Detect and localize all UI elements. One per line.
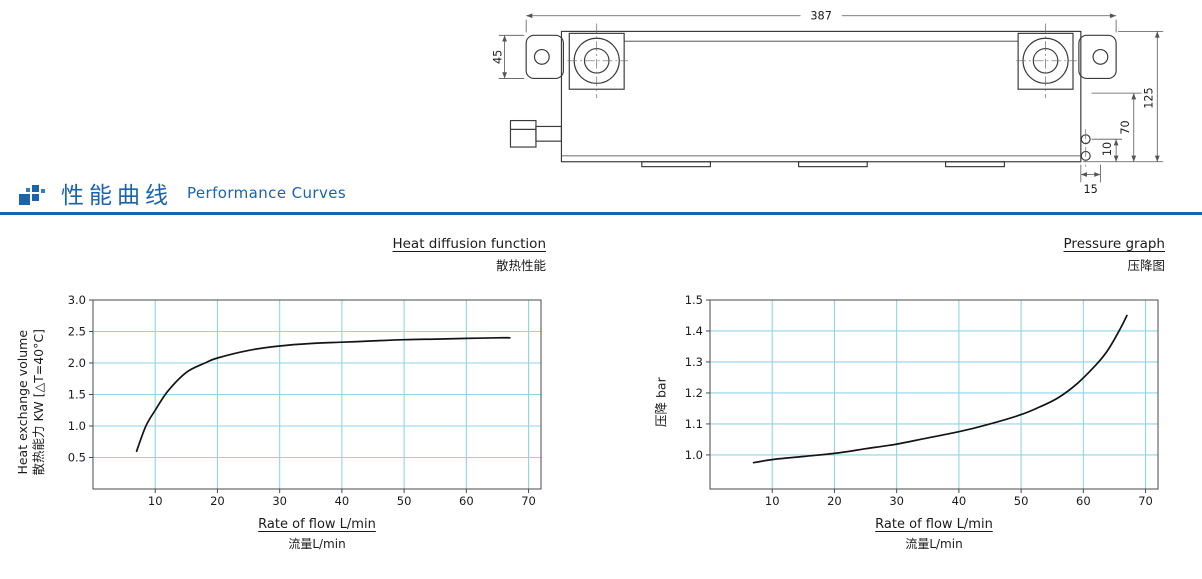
svg-text:70: 70 bbox=[521, 494, 536, 508]
svg-text:2.5: 2.5 bbox=[68, 325, 86, 339]
svg-text:20: 20 bbox=[827, 494, 842, 508]
chart-title-zh: 散热性能 bbox=[495, 258, 546, 273]
section-squares-icon bbox=[19, 184, 45, 205]
svg-text:40: 40 bbox=[952, 494, 967, 508]
svg-text:1.5: 1.5 bbox=[68, 388, 86, 402]
svg-text:1.0: 1.0 bbox=[68, 419, 86, 433]
x-axis-label: Rate of flow L/min 流量L/min bbox=[93, 517, 541, 552]
chart-title: Pressure graph 压降图 bbox=[672, 236, 1177, 274]
centerlines bbox=[567, 23, 1087, 167]
chart-title-zh: 压降图 bbox=[1127, 258, 1165, 273]
svg-text:50: 50 bbox=[1014, 494, 1029, 508]
chart-title-en: Heat diffusion function bbox=[392, 236, 546, 252]
svg-text:60: 60 bbox=[459, 494, 474, 508]
section-title-en: Performance Curves bbox=[187, 184, 347, 202]
svg-text:40: 40 bbox=[335, 494, 350, 508]
pressure-plot: 10 20 30 40 50 60 70 1.0 1.1 1.2 1.3 1.4 1.5 bbox=[685, 293, 1159, 508]
svg-text:10: 10 bbox=[148, 494, 163, 508]
section-title-zh: 性能曲线 bbox=[61, 183, 173, 209]
dim-overall-height: 125 bbox=[1142, 87, 1155, 109]
x-axis-label: Rate of flow L/min 流量L/min bbox=[710, 517, 1158, 552]
svg-text:70: 70 bbox=[1138, 494, 1153, 508]
dim-overall-width: 387 bbox=[810, 10, 832, 23]
svg-text:1.2: 1.2 bbox=[685, 386, 703, 400]
pressure-chart-block: Pressure graph 压降图 压降 bar 10 20 30 40 50 60 70… bbox=[654, 236, 1177, 552]
dim-port-height: 70 bbox=[1119, 120, 1132, 134]
plot-wrap: Heat exchange volume 散热能力 KW [△T=40°C] 1… bbox=[15, 290, 560, 515]
cooler-body-outline bbox=[509, 30, 1117, 168]
svg-text:30: 30 bbox=[272, 494, 287, 508]
plot-wrap: 压降 bar 10 20 30 40 50 60 70 1.0 1.1 1.2 1.3 1.4 1.5 bbox=[654, 290, 1177, 515]
x-axis-label-en: Rate of flow L/min bbox=[875, 517, 993, 532]
svg-text:1.4: 1.4 bbox=[685, 324, 703, 338]
svg-text:2.0: 2.0 bbox=[68, 356, 86, 370]
y-axis-label: Heat exchange volume 散热能力 KW [△T=40°C] bbox=[13, 290, 49, 515]
y-axis-label-zh: 散热能力 KW [△T=40°C] bbox=[31, 329, 47, 476]
dim-hole-offset: 10 bbox=[1101, 142, 1114, 156]
svg-text:1.1: 1.1 bbox=[685, 417, 703, 431]
svg-text:0.5: 0.5 bbox=[68, 451, 86, 465]
svg-text:50: 50 bbox=[397, 494, 412, 508]
svg-text:20: 20 bbox=[210, 494, 225, 508]
section-divider-rule bbox=[0, 212, 1202, 215]
heat-diffusion-plot: 10 20 30 40 50 60 70 0.5 1.0 1.5 2.0 2.5 3.0 bbox=[68, 293, 542, 508]
y-axis-label-en: Heat exchange volume bbox=[14, 330, 30, 475]
svg-text:1.0: 1.0 bbox=[685, 448, 703, 462]
dim-bracket-height: 45 bbox=[492, 50, 505, 64]
svg-text:10: 10 bbox=[765, 494, 780, 508]
heat-diffusion-chart-block: Heat diffusion function 散热性能 Heat exchan… bbox=[15, 236, 560, 552]
technical-drawing: 387 45 125 70 10 15 bbox=[492, 8, 1164, 196]
x-axis-label-zh: 流量L/min bbox=[288, 537, 346, 551]
chart-title: Heat diffusion function 散热性能 bbox=[55, 236, 560, 274]
section-header: 性能曲线 Performance Curves bbox=[18, 176, 346, 210]
dim-label-mask bbox=[800, 8, 842, 23]
dimension-lines bbox=[498, 13, 1164, 183]
chart-title-en: Pressure graph bbox=[1063, 236, 1165, 252]
svg-text:1.3: 1.3 bbox=[685, 355, 703, 369]
x-axis-label-zh: 流量L/min bbox=[905, 537, 963, 551]
svg-text:1.5: 1.5 bbox=[685, 293, 703, 307]
svg-text:3.0: 3.0 bbox=[68, 293, 86, 307]
svg-text:60: 60 bbox=[1076, 494, 1091, 508]
y-axis-label-zh: 压降 bar bbox=[653, 377, 669, 428]
x-axis-label-en: Rate of flow L/min bbox=[258, 517, 376, 532]
svg-text:30: 30 bbox=[889, 494, 904, 508]
dim-foot-offset: 15 bbox=[1083, 183, 1097, 196]
